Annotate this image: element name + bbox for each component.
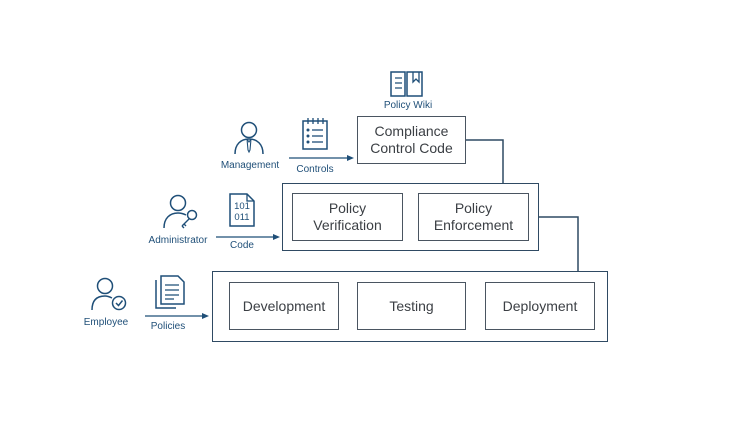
binary-code-document-icon — [228, 192, 256, 228]
employee-label: Employee — [83, 317, 129, 328]
employee-person-check-icon — [90, 276, 128, 312]
admin-person-key-icon — [162, 193, 202, 231]
management-label: Management — [220, 160, 280, 171]
binary-code-text: 101 011 — [234, 201, 250, 223]
compliance-control-code-box: Compliance Control Code — [357, 116, 466, 164]
policies-label: Policies — [150, 321, 186, 332]
policies-documents-icon — [154, 274, 186, 310]
book-icon — [389, 68, 425, 98]
policies-arrow — [145, 313, 209, 319]
controls-arrow — [289, 155, 354, 161]
policy-wiki-label: Policy Wiki — [383, 100, 433, 111]
deployment-stage-box: Deployment — [485, 282, 595, 330]
code-arrow — [216, 234, 280, 240]
code-label: Code — [230, 240, 254, 251]
policy-verification-box: Policy Verification — [292, 193, 403, 241]
controls-label: Controls — [296, 164, 334, 175]
testing-stage-box: Testing — [357, 282, 466, 330]
development-stage-box: Development — [229, 282, 339, 330]
policy-enforcement-box: Policy Enforcement — [418, 193, 529, 241]
notepad-checklist-icon — [301, 117, 329, 151]
manager-person-icon — [232, 120, 266, 156]
administrator-label: Administrator — [148, 235, 208, 246]
